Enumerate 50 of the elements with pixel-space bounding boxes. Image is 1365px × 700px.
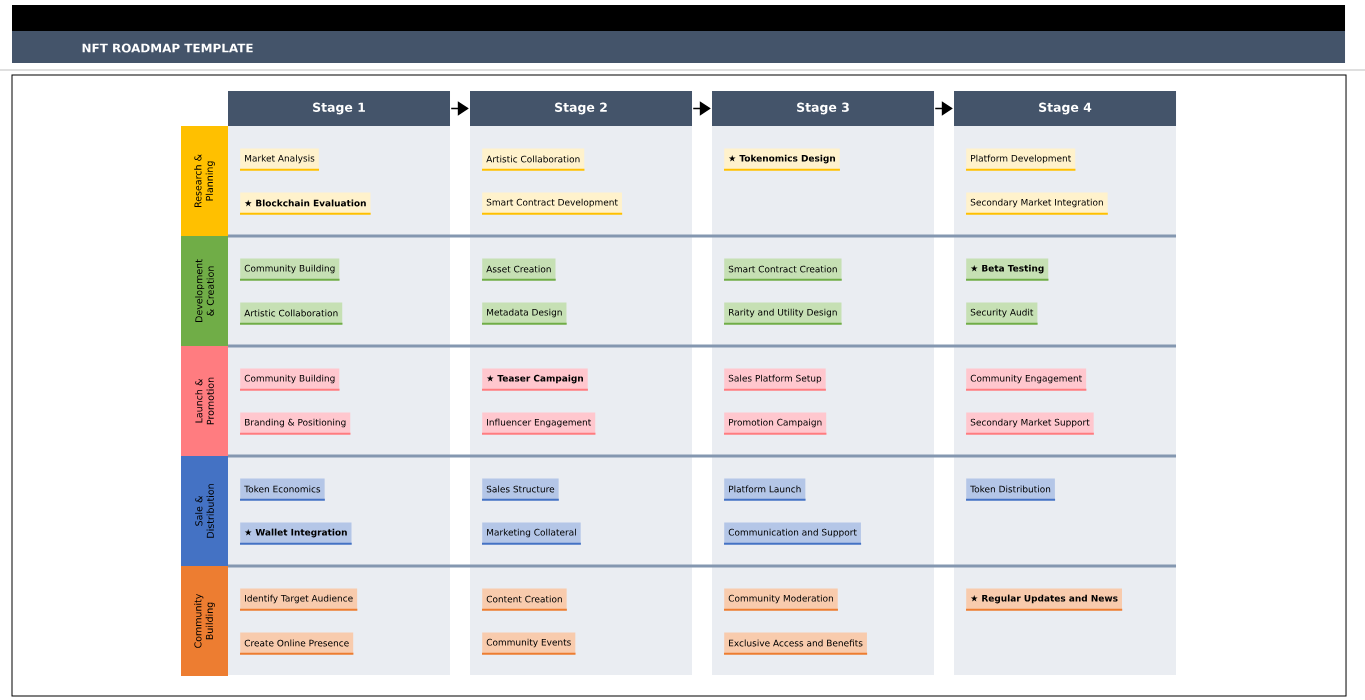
task-box: Communication and Support xyxy=(723,522,863,545)
task-box: Rarity and Utility Design xyxy=(723,302,843,325)
task-box: Identify Target Audience xyxy=(239,588,359,611)
task-box: Token Economics xyxy=(239,478,326,501)
stage-header: Stage 2 xyxy=(470,91,692,126)
task-box: Platform Development xyxy=(965,148,1077,171)
row-label: Research & Planning xyxy=(181,126,228,236)
task-box: Platform Launch xyxy=(723,478,807,501)
task-box: ★ Tokenomics Design xyxy=(723,148,841,171)
task-box: Marketing Collateral xyxy=(481,522,582,545)
task-box: Artistic Collaboration xyxy=(239,302,344,325)
task-box: Smart Contract Development xyxy=(481,192,624,215)
task-box: Sales Structure xyxy=(481,478,560,501)
task-box: ★ Blockchain Evaluation xyxy=(239,192,372,215)
row-label: Launch & Promotion xyxy=(181,346,228,456)
task-box: Community Moderation xyxy=(723,588,839,611)
arrow xyxy=(457,101,469,116)
task-box: Secondary Market Integration xyxy=(965,192,1109,215)
task-box: Market Analysis xyxy=(239,148,320,171)
task-box: Community Events xyxy=(481,632,577,655)
task-box: Metadata Design xyxy=(481,302,568,325)
task-box: Branding & Positioning xyxy=(239,412,352,435)
task-box: Secondary Market Support xyxy=(965,412,1095,435)
task-box: ★ Beta Testing xyxy=(965,258,1050,281)
task-box: Influencer Engagement xyxy=(481,412,597,435)
stage-header: Stage 3 xyxy=(712,91,934,126)
row-label: Development & Creation xyxy=(181,236,228,346)
task-box: Artistic Collaboration xyxy=(481,148,586,171)
task-box: Community Engagement xyxy=(965,368,1088,391)
stage-header: Stage 1 xyxy=(228,91,450,126)
task-box: ★ Wallet Integration xyxy=(239,522,353,545)
task-box: Community Building xyxy=(239,368,341,391)
arrow xyxy=(941,101,953,116)
task-box: Community Building xyxy=(239,258,341,281)
task-box: ★ Regular Updates and News xyxy=(965,588,1124,611)
stage-header: Stage 4 xyxy=(954,91,1176,126)
row-label: Community Building xyxy=(181,566,228,676)
task-box: Content Creation xyxy=(481,588,568,611)
task-box: Security Audit xyxy=(965,302,1039,325)
task-box: Asset Creation xyxy=(481,258,557,281)
arrow xyxy=(699,101,711,116)
task-box: ★ Teaser Campaign xyxy=(481,368,589,391)
task-box: Sales Platform Setup xyxy=(723,368,827,391)
page-title: NFT ROADMAP TEMPLATE xyxy=(82,43,253,53)
row-label: Sale & Distribution xyxy=(181,456,228,566)
task-box: Exclusive Access and Benefits xyxy=(723,632,869,655)
task-box: Smart Contract Creation xyxy=(723,258,843,281)
task-box: Promotion Campaign xyxy=(723,412,828,435)
task-box: Create Online Presence xyxy=(239,632,355,655)
task-box: Token Distribution xyxy=(965,478,1057,501)
